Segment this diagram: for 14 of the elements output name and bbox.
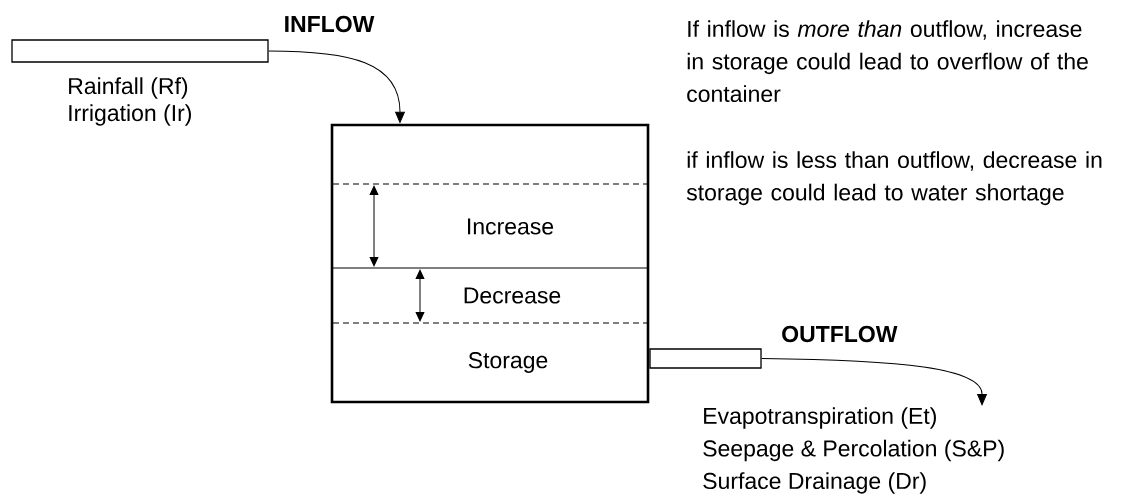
arrow (268, 50, 405, 123)
note-text: if inflow is less than outflow, decrease in storage could lead to water shortage (686, 151, 1102, 206)
note-text: If inflow is more than outflow, increase in storage could lead to overflow of the container (687, 20, 1088, 103)
source-label: Irrigation (Ir) (69, 104, 191, 126)
source-label: Rainfall (Rf) (69, 77, 188, 99)
outflow-list: Evapotranspiration (Et) Seepage & Percolation (S&P) Surface Drainage (Dr) (703, 407, 1004, 494)
band-label: Increase (468, 218, 554, 235)
container-box (330, 123, 650, 404)
band-label: Decrease (464, 287, 561, 304)
flow-heading: OUTFLOW (782, 325, 898, 343)
pipe (649, 348, 762, 369)
flow-heading: INFLOW (285, 15, 375, 33)
arrow (761, 358, 987, 406)
band-label: Storage (468, 352, 548, 373)
